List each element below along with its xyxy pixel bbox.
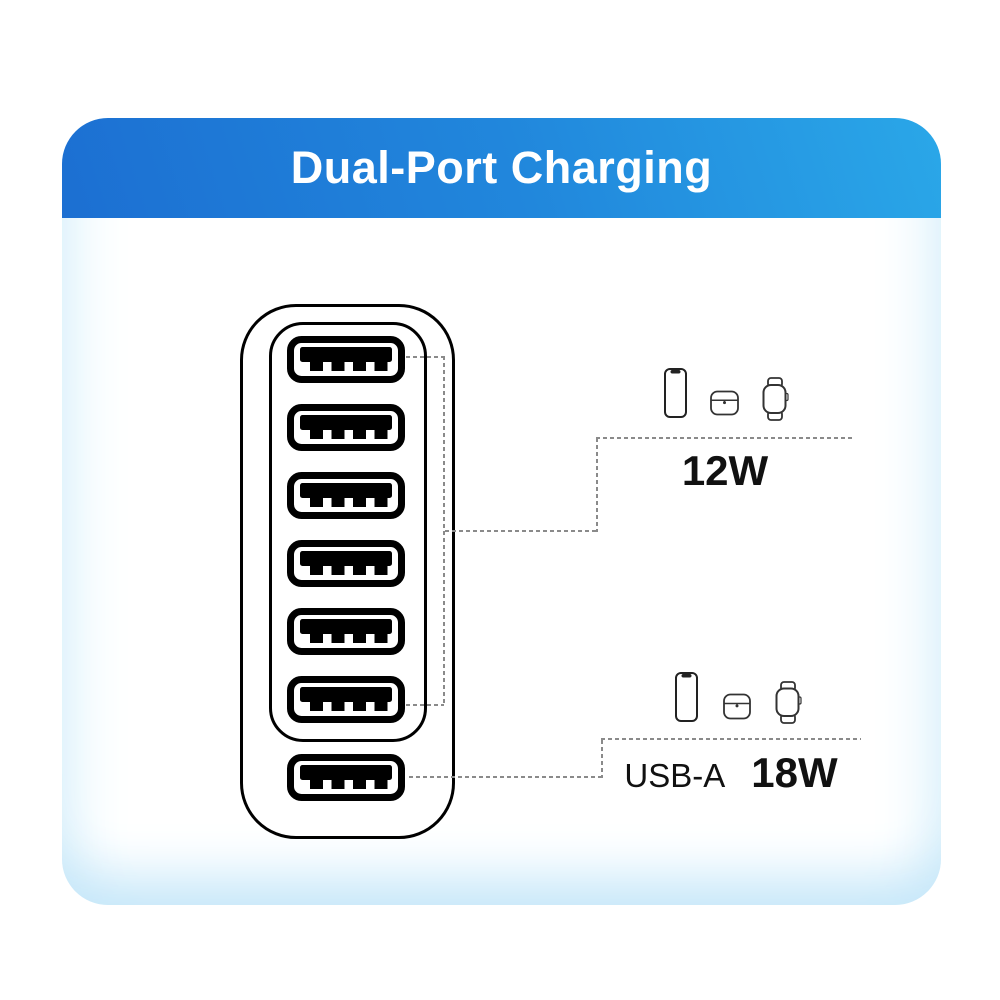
usb-port-6 [287,676,405,723]
port-type-label: USB-A [624,757,726,794]
dashed-connector-port6 [406,704,444,706]
usb-port-5 [287,608,405,655]
earbuds-case-icon [710,390,739,416]
power-label-18w: 18W [751,749,838,796]
dashed-riser-18w [601,740,603,778]
dashed-connector-mid [445,530,597,532]
port-power-label-row: USB-A 18W [600,749,862,797]
usb-port-4 [287,540,405,587]
power-label-12w: 12W [681,447,769,494]
usb-port-1 [287,336,405,383]
smartwatch-icon [775,681,802,724]
dashed-riser-12w [596,438,598,532]
smartwatch-icon [762,377,789,421]
charger-body [240,304,455,839]
earbuds-case-icon [723,693,751,720]
smartphone-icon [675,672,698,722]
page-title: Dual-Port Charging [290,142,713,193]
dashed-underline-18w [601,738,861,740]
smartphone-icon [664,368,687,418]
dashed-underline-12w [596,437,852,439]
dashed-connector-port7 [409,776,602,778]
usb-port-2 [287,404,405,451]
header-banner: Dual-Port Charging [62,118,941,218]
info-card: Dual-Port Charging [62,118,941,905]
usb-port-7 [287,754,405,801]
dashed-connector-port1 [406,356,444,358]
usb-port-3 [287,472,405,519]
charger-port-panel [269,322,427,742]
dashed-bracket-vertical [443,356,445,706]
